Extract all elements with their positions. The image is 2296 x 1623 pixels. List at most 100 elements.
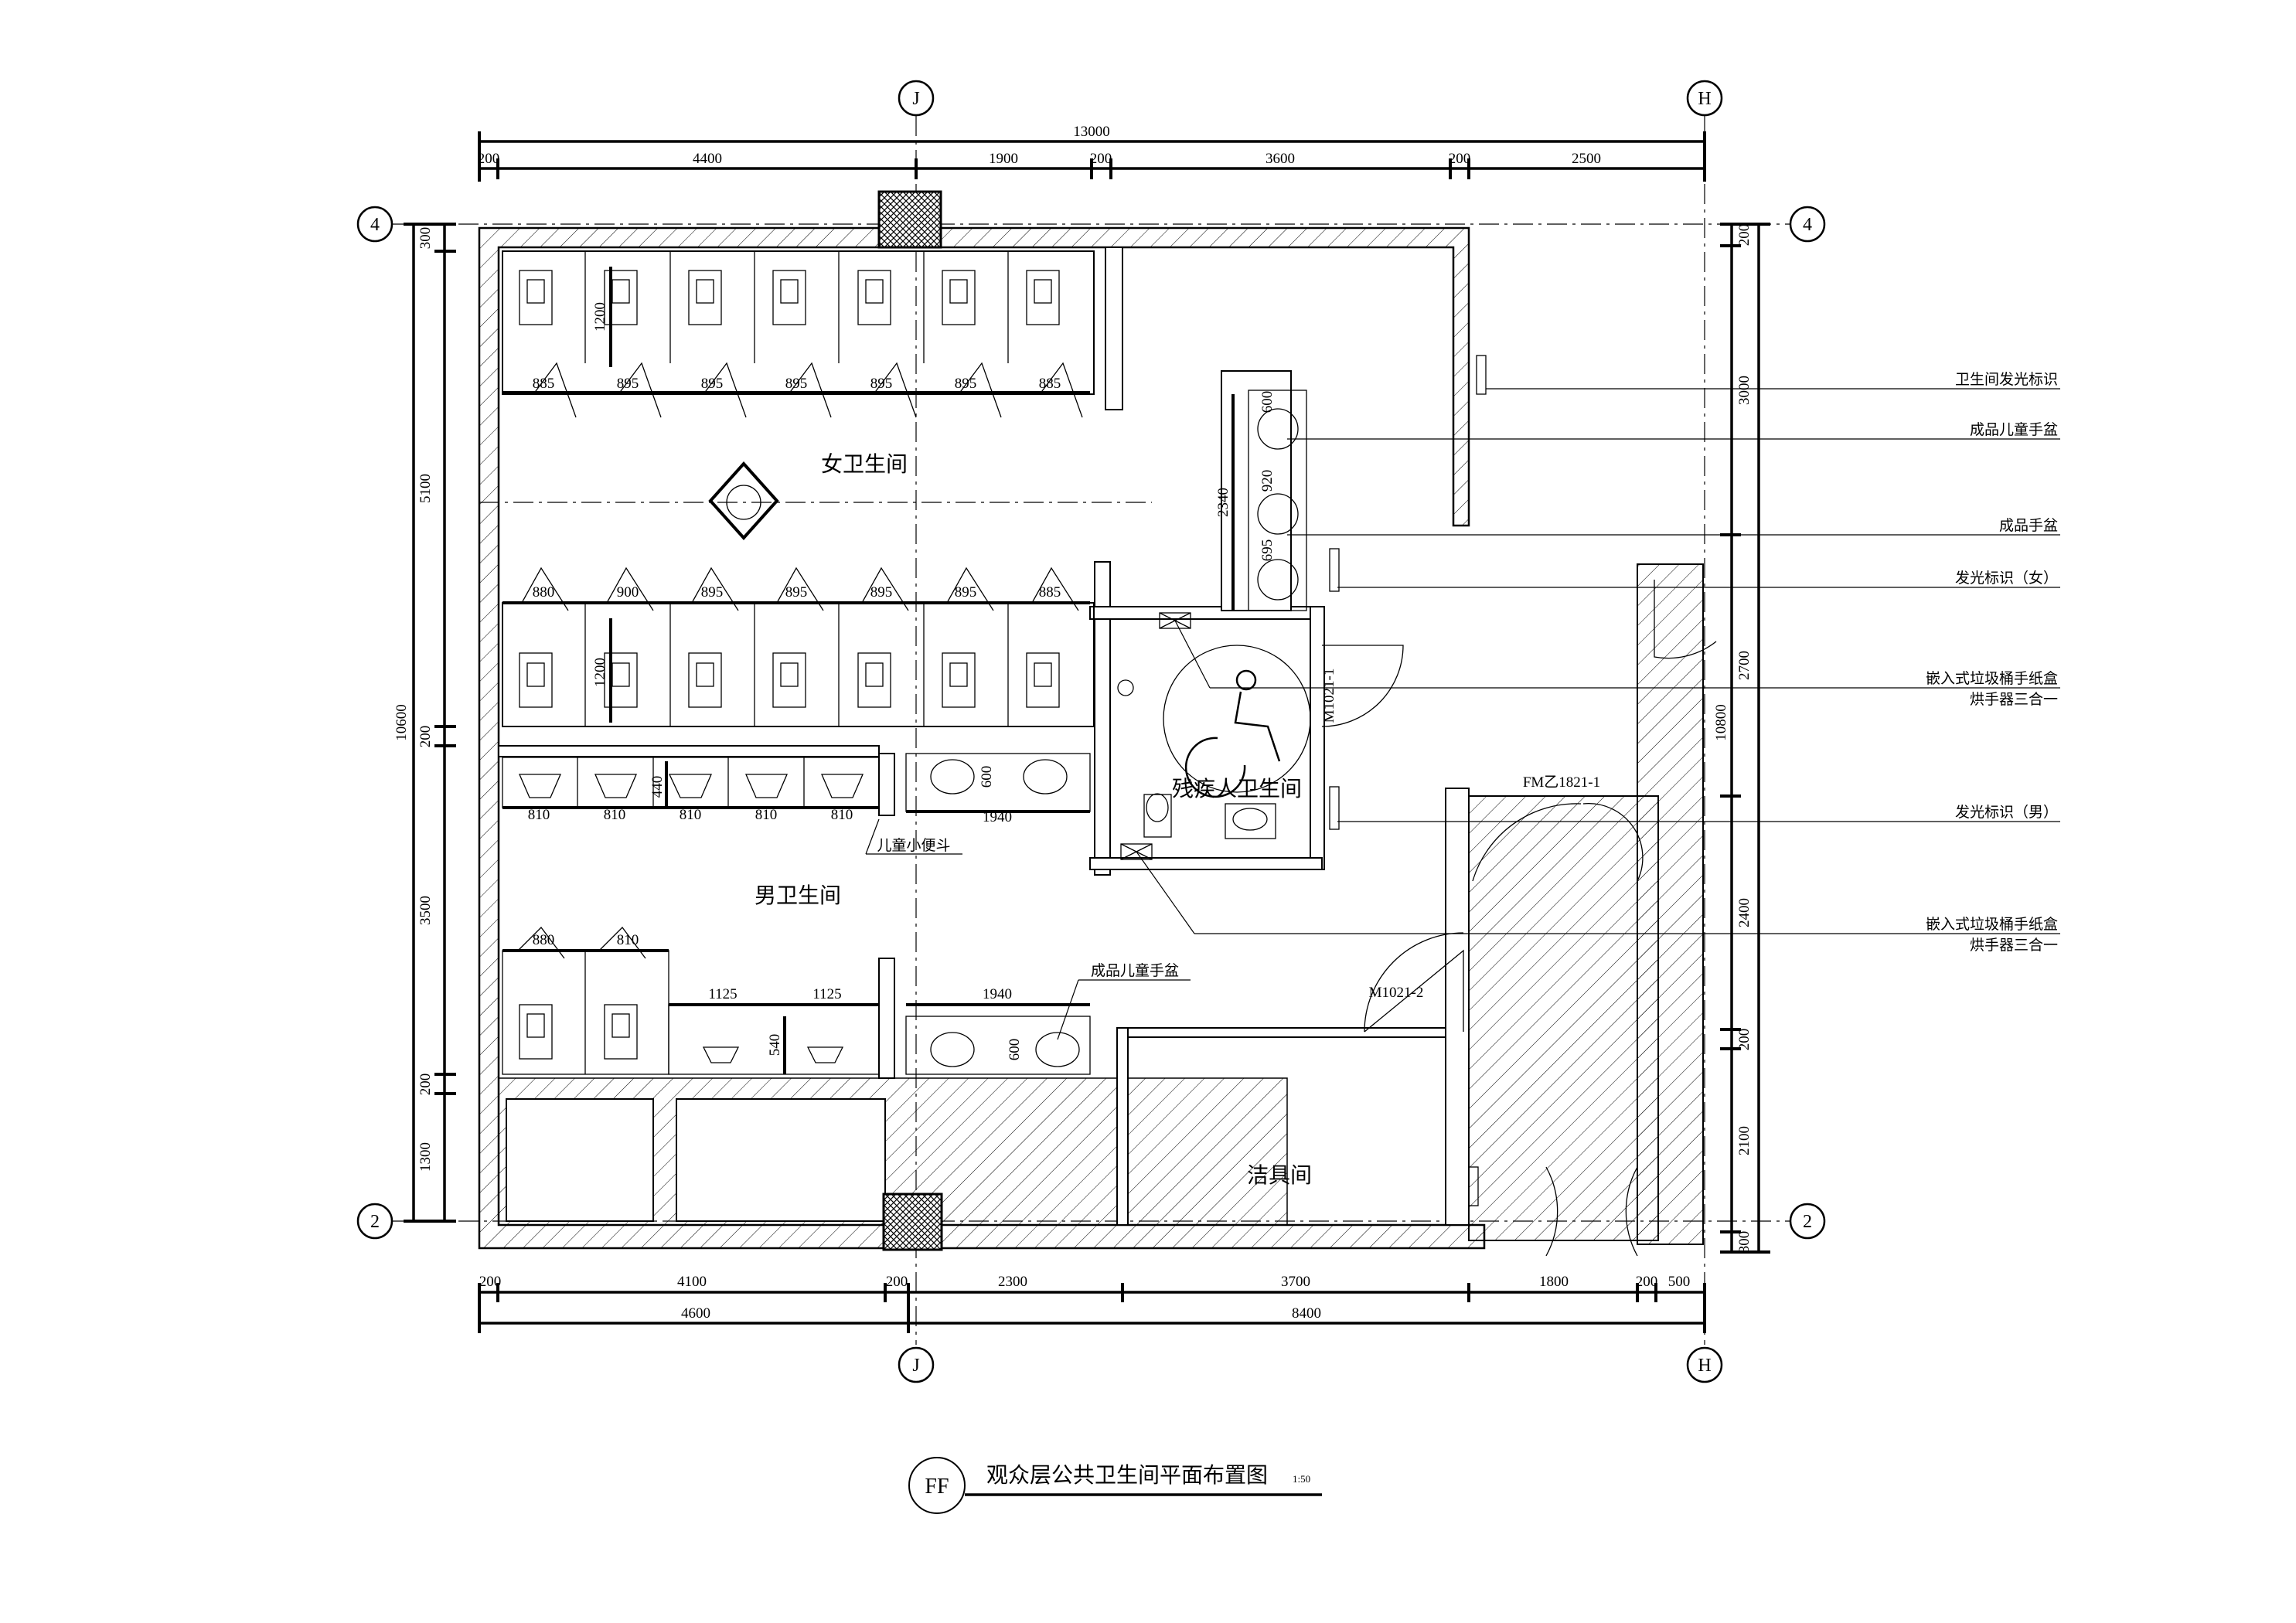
bottom-dimension-chain: 200 4100 200 2300 3700 1800 200 500 4600… xyxy=(478,1274,1706,1333)
left-dimension-chain: 300 5100 200 3500 200 1300 10600 xyxy=(393,223,456,1223)
note-text: 成品手盆 xyxy=(1999,517,2058,534)
dim-bottom-total-left: 4600 xyxy=(681,1305,710,1322)
room-men: 男卫生间 xyxy=(755,883,841,908)
axis-4-right: 4 xyxy=(1803,215,1812,235)
label-kid-basin: 成品儿童手盆 xyxy=(1091,962,1179,979)
urinal-width: 810 xyxy=(604,807,626,823)
axis-h-bottom: H xyxy=(1698,1356,1711,1376)
urinal-width: 810 xyxy=(831,807,853,823)
stall-depth: 1200 xyxy=(592,658,608,687)
door-tag-fm: FM乙1821-1 xyxy=(1523,774,1600,791)
basin-length: 1940 xyxy=(983,809,1012,825)
stall-width: 895 xyxy=(701,584,724,601)
dim-bottom: 200 xyxy=(1636,1274,1658,1290)
walls xyxy=(478,190,1704,1251)
title-scale: 1:50 xyxy=(1293,1473,1310,1485)
axis-2-right: 2 xyxy=(1803,1212,1812,1232)
dim-left: 200 xyxy=(417,1073,434,1096)
dim-top: 200 xyxy=(478,151,500,167)
dim-top: 200 xyxy=(1449,151,1471,167)
note-text: 烘手器三合一 xyxy=(1970,691,2058,708)
notes-list: 卫生间发光标识成品儿童手盆成品手盆发光标识（女）嵌入式垃圾桶手纸盒烘手器三合一发… xyxy=(1926,371,2058,954)
dim-right: 200 xyxy=(1736,1029,1753,1051)
urinal-depth: 440 xyxy=(649,776,666,798)
note-text: 成品儿童手盆 xyxy=(1970,421,2058,438)
dim-left-total: 10600 xyxy=(393,704,410,741)
dim-right: 2100 xyxy=(1736,1126,1753,1155)
axis-2-left: 2 xyxy=(370,1212,380,1232)
dim-top: 1900 xyxy=(989,151,1018,167)
label-kid-urinal: 儿童小便斗 xyxy=(877,837,950,854)
stall-width: 885 xyxy=(533,376,555,392)
door-tag-m2: M1021-2 xyxy=(1369,985,1424,1001)
note-text: 发光标识（男） xyxy=(1955,804,2058,821)
stall-width: 895 xyxy=(955,584,977,601)
kid-basins-women: 2340 600 920 695 xyxy=(1215,390,1307,611)
room-janitor: 洁具间 xyxy=(1247,1163,1312,1188)
kid-urinal-width: 1125 xyxy=(812,986,841,1002)
note-text: 嵌入式垃圾桶手纸盒 xyxy=(1926,670,2058,687)
kid-basin-gap: 695 xyxy=(1259,539,1276,562)
dim-bottom: 200 xyxy=(479,1274,502,1290)
stall-depth: 1200 xyxy=(592,302,608,332)
axis-j-top: J xyxy=(912,89,919,109)
dim-right: 3000 xyxy=(1736,376,1753,405)
men-urinals: 440 810 810 810 810 810 xyxy=(502,757,880,823)
dim-bottom: 1800 xyxy=(1539,1274,1569,1290)
dim-top: 4400 xyxy=(693,151,722,167)
stall-width: 895 xyxy=(785,376,808,392)
axis-4-left: 4 xyxy=(370,215,380,235)
kid-basin-callout: 成品儿童手盆 xyxy=(1057,962,1191,1040)
men-basins-upper: 600 1940 xyxy=(905,753,1091,825)
axis-j-bottom: J xyxy=(912,1356,919,1376)
dim-bottom: 500 xyxy=(1668,1274,1691,1290)
dim-bottom: 3700 xyxy=(1281,1274,1310,1290)
urinal-width: 810 xyxy=(755,807,778,823)
women-mid-stalls: 1200 880 900 895 895 895 895 885 xyxy=(502,567,1095,727)
stall-width: 895 xyxy=(785,584,808,601)
dim-right: 2700 xyxy=(1736,651,1753,680)
note-text: 烘手器三合一 xyxy=(1970,937,2058,954)
dim-bottom: 200 xyxy=(886,1274,908,1290)
stall-width: 880 xyxy=(533,932,555,948)
stall-width: 880 xyxy=(533,584,555,601)
dim-right: 300 xyxy=(1736,1231,1753,1254)
axis-bubbles: J H J H 4 2 4 2 xyxy=(356,80,1826,1383)
note-text: 发光标识（女） xyxy=(1955,570,2058,587)
notes-leaders xyxy=(1136,388,2060,934)
title-text: 观众层公共卫生间平面布置图 xyxy=(986,1463,1268,1488)
stall-width: 885 xyxy=(1039,584,1061,601)
note-text: 嵌入式垃圾桶手纸盒 xyxy=(1926,916,2058,933)
stall-width: 895 xyxy=(701,376,724,392)
dim-bottom-total-right: 8400 xyxy=(1292,1305,1321,1322)
dim-left: 300 xyxy=(417,227,434,250)
drawing-title: FF 观众层公共卫生间平面布置图 1:50 xyxy=(908,1457,1322,1514)
stall-width: 895 xyxy=(617,376,639,392)
stall-width: 895 xyxy=(870,584,893,601)
women-sign-icon xyxy=(708,461,779,540)
women-top-stalls: 1200 885 895 895 895 895 895 885 xyxy=(502,250,1095,418)
basin-depth: 600 xyxy=(1007,1039,1023,1061)
dim-top: 3600 xyxy=(1266,151,1295,167)
urinal-width: 810 xyxy=(680,807,702,823)
kid-urinal-width: 1125 xyxy=(708,986,737,1002)
room-women: 女卫生间 xyxy=(821,452,908,477)
dim-right-total: 10800 xyxy=(1713,704,1729,741)
dim-top: 2500 xyxy=(1572,151,1601,167)
basin-depth: 600 xyxy=(979,766,995,788)
room-accessible: 残疾人卫生间 xyxy=(1172,777,1302,801)
dim-left: 200 xyxy=(417,726,434,748)
stall-width: 895 xyxy=(870,376,893,392)
accessible-room xyxy=(1117,612,1311,860)
top-dimension-chain: 13000 200 4400 1900 200 3600 200 2500 xyxy=(478,124,1706,182)
axis-h-top: H xyxy=(1698,89,1711,109)
men-lower-stalls: 880 810 540 1125 1125 600 1940 xyxy=(502,927,1091,1075)
dim-top-total: 13000 xyxy=(1073,124,1110,140)
stall-width: 810 xyxy=(617,932,639,948)
basin-length: 1940 xyxy=(983,986,1012,1002)
dim-right: 2400 xyxy=(1736,898,1753,927)
dim-bottom: 2300 xyxy=(998,1274,1027,1290)
doors xyxy=(1321,355,1717,1257)
dim-left: 1300 xyxy=(417,1142,434,1172)
